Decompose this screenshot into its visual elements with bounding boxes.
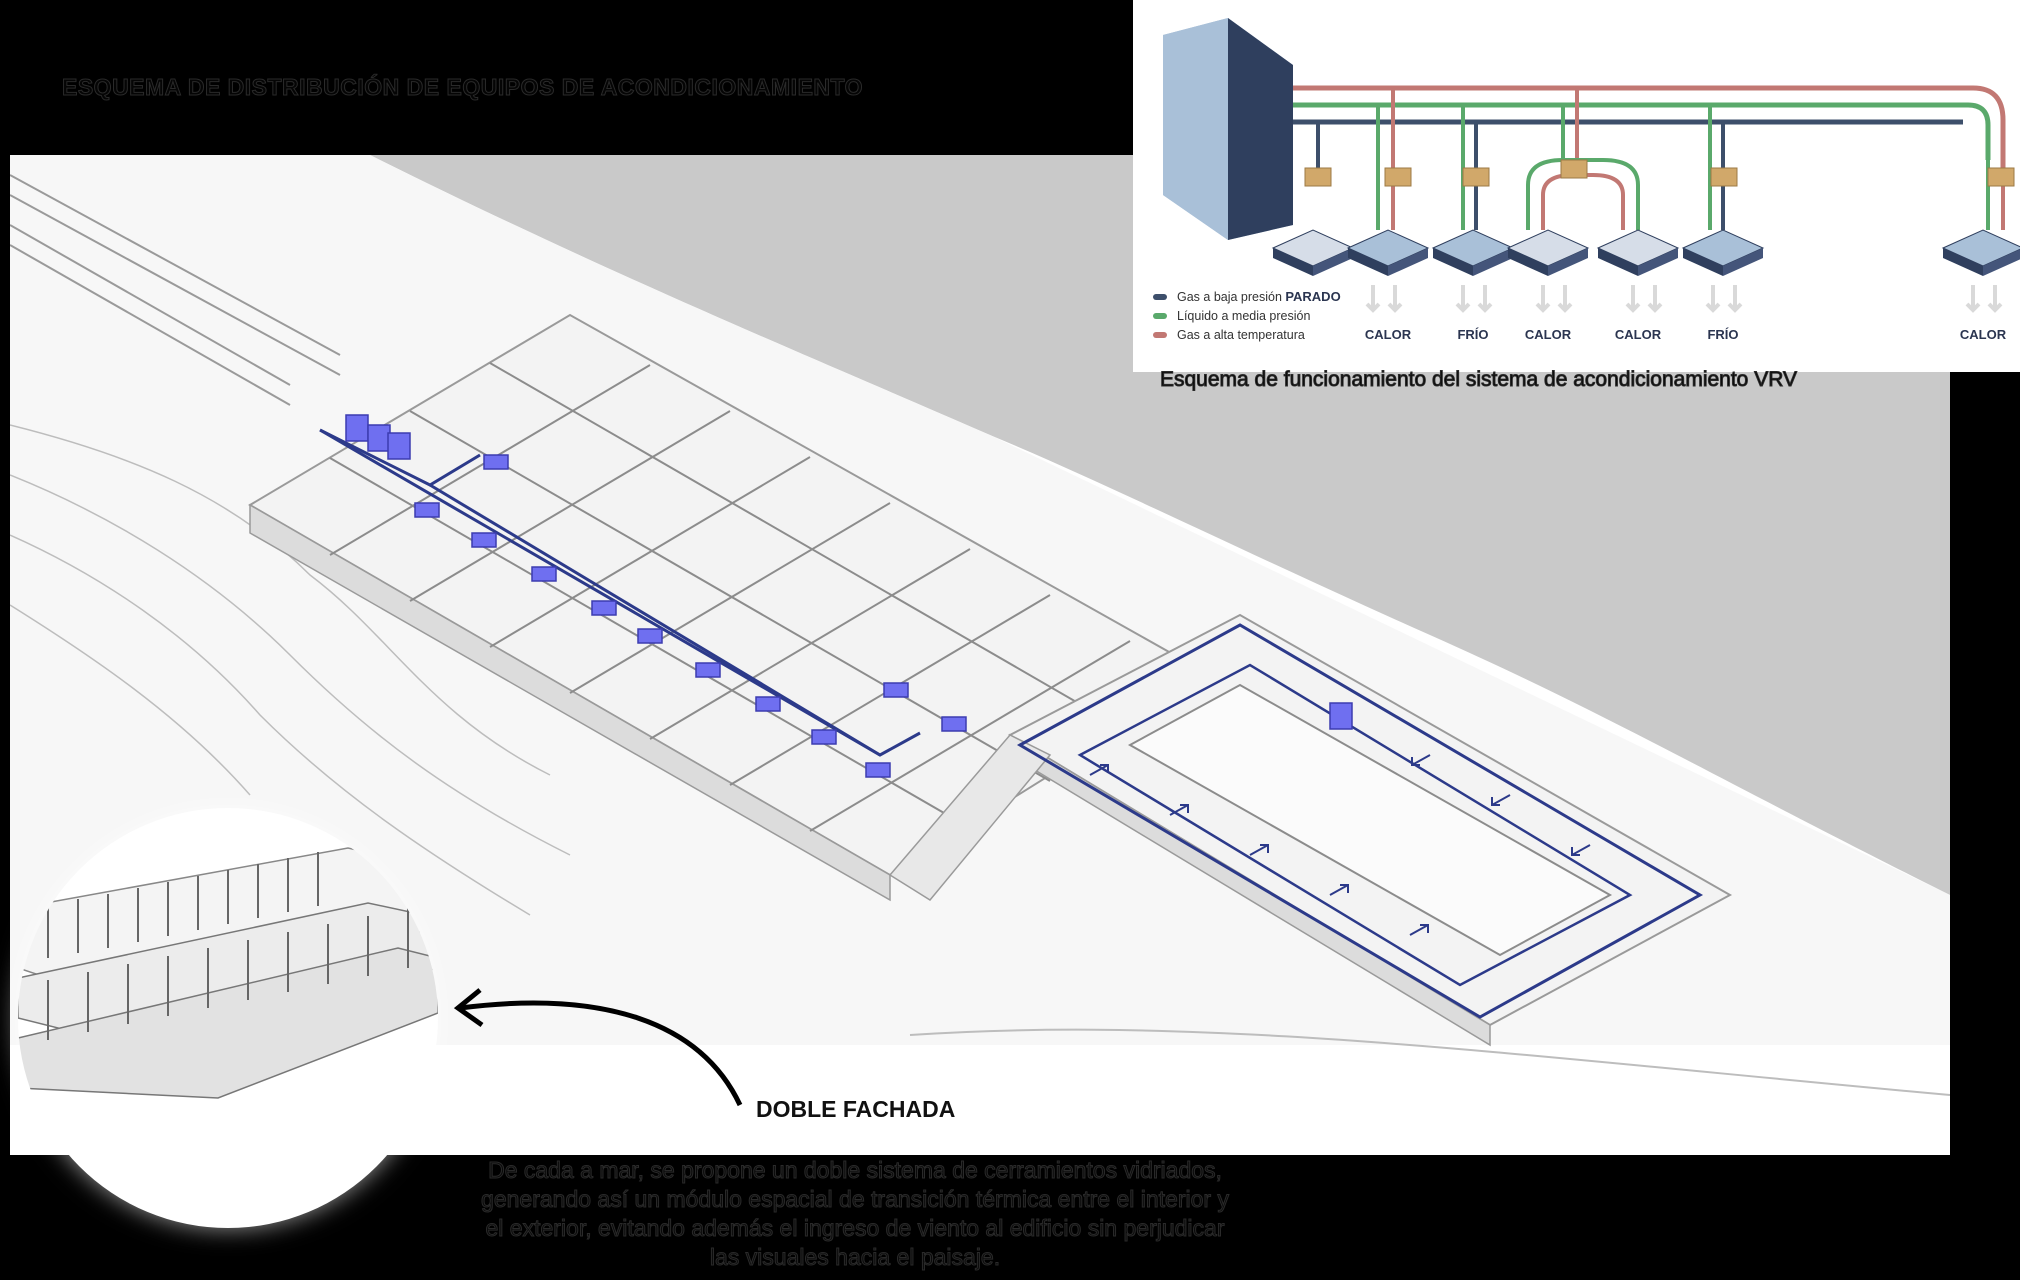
indoor-unit — [591, 600, 617, 616]
unit-label: FRÍO — [1457, 327, 1489, 342]
vrv-schematic: Gas a baja presión Líquido a media presi… — [1133, 0, 2020, 372]
vrv-schematic-drawing — [1163, 18, 2020, 313]
equipment-units-west — [345, 414, 967, 778]
legend-item-low-pressure: Gas a baja presión — [1153, 290, 1282, 304]
outdoor-unit-east — [1329, 702, 1353, 730]
legend-label: Gas a baja presión — [1177, 290, 1282, 304]
indoor-unit — [637, 628, 663, 644]
legend-label: Gas a alta temperatura — [1177, 328, 1305, 342]
outdoor-unit — [367, 424, 391, 452]
rail-tracks — [10, 174, 341, 406]
indoor-unit — [865, 762, 891, 778]
valve-box — [1987, 167, 2015, 187]
unit-label: FRÍO — [1707, 327, 1739, 342]
vrv-caption: Esquema de funcionamiento del sistema de… — [1160, 368, 1798, 392]
duct-loop-east — [1016, 623, 1704, 1019]
double-facade-drawing — [18, 847, 438, 1099]
indoor-unit — [483, 454, 509, 470]
indoor-unit — [941, 716, 967, 732]
legend-swatch — [1153, 313, 1167, 319]
legend-swatch — [1153, 332, 1167, 338]
valve-box — [1462, 167, 1490, 187]
pipe-high-temp — [1293, 85, 2006, 170]
unit-label: CALOR — [1959, 327, 2007, 342]
indoor-unit — [695, 662, 721, 678]
valve-box — [1710, 167, 1738, 187]
road-edge — [909, 1028, 1950, 1096]
unit-label: CALOR — [1524, 327, 1572, 342]
legend-swatch — [1153, 294, 1167, 300]
diffuser-arrows — [1089, 754, 1591, 936]
diagram-title: ESQUEMA DE DISTRIBUCIÓN DE EQUIPOS DE AC… — [61, 74, 864, 101]
duct-main-west-2 — [429, 483, 881, 757]
valve-box — [1304, 167, 1332, 187]
legend-label: Líquido a media presión — [1177, 309, 1311, 323]
valve-box — [1384, 167, 1412, 187]
building-west-edge — [249, 503, 891, 902]
unit-label: CALOR — [1614, 327, 1662, 342]
indoor-unit — [811, 729, 837, 745]
legend-item-liquid: Líquido a media presión — [1153, 309, 1310, 323]
double-facade-label: DOBLE FACHADA — [756, 1096, 956, 1122]
legend-item-high-temp: Gas a alta temperatura — [1153, 328, 1305, 342]
valve-box — [1560, 159, 1588, 179]
pipe-liquid — [1293, 102, 1991, 160]
terrain-contours — [10, 424, 571, 916]
unit-label: PARADO — [1285, 289, 1341, 304]
double-facade-description: De cada a mar, se propone un doble siste… — [481, 1157, 1230, 1271]
outdoor-unit — [345, 414, 369, 442]
walkway — [888, 734, 1052, 901]
indoor-unit — [414, 502, 440, 518]
callout-arrow — [453, 988, 743, 1107]
unit-label: CALOR — [1364, 327, 1412, 342]
indoor-unit — [883, 682, 909, 698]
indoor-unit — [531, 566, 557, 582]
indoor-unit — [471, 532, 497, 548]
indoor-unit — [755, 696, 781, 712]
air-flow-arrows — [1365, 285, 2003, 313]
double-facade-detail — [18, 808, 438, 1228]
indoor-units — [1271, 229, 2020, 276]
duct-loop-east-inner — [1077, 663, 1633, 987]
courtyard — [1127, 683, 1613, 957]
outdoor-unit — [387, 432, 411, 460]
